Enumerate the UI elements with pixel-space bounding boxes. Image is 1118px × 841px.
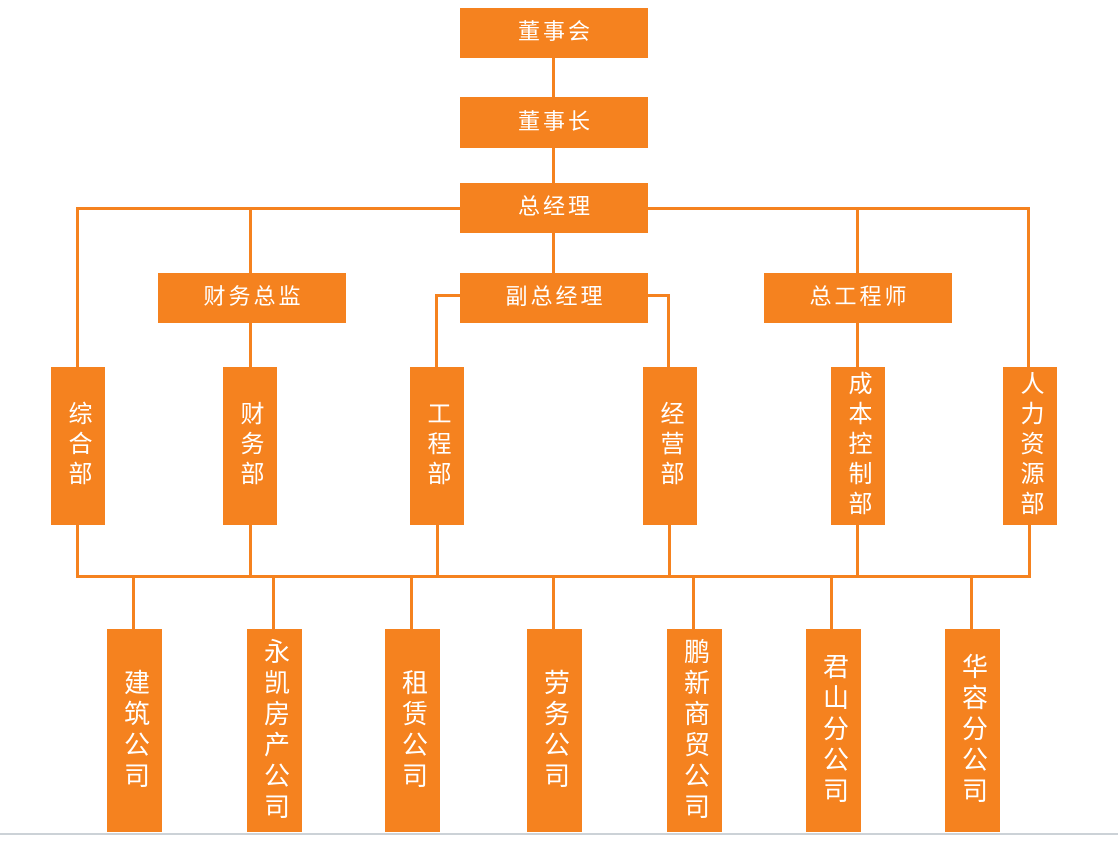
node-dept-human-resources: 人力资源部 xyxy=(1003,367,1057,525)
connector-operations-bus xyxy=(668,525,671,577)
connector-bus-leasing xyxy=(410,575,413,629)
node-dept-general-affairs: 综合部 xyxy=(51,367,105,525)
connector-chairman-gm xyxy=(552,148,555,183)
connector-gm-deputy xyxy=(552,233,555,273)
connector-to-chief-engineer xyxy=(856,207,859,273)
connector-bus-labor xyxy=(552,575,555,629)
node-dept-engineering: 工程部 xyxy=(410,367,464,525)
connector-finance-director-finance-dept xyxy=(249,323,252,367)
node-general-manager: 总经理 xyxy=(460,183,648,233)
connector-engineering-bus xyxy=(436,525,439,577)
node-company-huarong-branch: 华容分公司 xyxy=(945,629,1000,832)
node-dept-cost-control: 成本控制部 xyxy=(831,367,885,525)
connector-human-resources-bus xyxy=(1028,525,1031,577)
connector-to-general-affairs xyxy=(76,207,79,367)
node-company-yongkai-real-estate: 永凯房产公司 xyxy=(247,629,302,832)
node-company-labor-services: 劳务公司 xyxy=(527,629,582,832)
connector-deputy-engineering-elbow-v xyxy=(435,294,438,367)
connector-bus-pengxin xyxy=(692,575,695,629)
node-finance-director: 财务总监 xyxy=(158,273,346,323)
node-board-of-directors: 董事会 xyxy=(460,8,648,58)
node-chairman: 董事长 xyxy=(460,97,648,148)
node-dept-operations: 经营部 xyxy=(643,367,697,525)
connector-cost-control-bus xyxy=(856,525,859,577)
connector-bus-yongkai xyxy=(272,575,275,629)
connector-gm-branch-left xyxy=(77,207,460,210)
connector-bus-junshan xyxy=(830,575,833,629)
connector-to-human-resources xyxy=(1027,207,1030,367)
connector-board-chairman xyxy=(552,58,555,97)
node-dept-finance: 财务部 xyxy=(223,367,277,525)
connector-bus-construction xyxy=(132,575,135,629)
node-company-pengxin-trading: 鹏新商贸公司 xyxy=(667,629,722,832)
node-company-leasing: 租赁公司 xyxy=(385,629,440,832)
connector-finance-dept-bus xyxy=(249,525,252,577)
connector-chief-engineer-cost-control xyxy=(856,323,859,368)
node-company-construction: 建筑公司 xyxy=(107,629,162,832)
connector-general-affairs-bus xyxy=(76,525,79,577)
node-deputy-general-manager: 副总经理 xyxy=(460,273,648,323)
connector-bus-huarong xyxy=(970,575,973,629)
connector-deputy-engineering-elbow-h xyxy=(435,294,460,297)
connector-deputy-operations-elbow-h xyxy=(648,294,670,297)
node-chief-engineer: 总工程师 xyxy=(764,273,952,323)
node-company-junshan-branch: 君山分公司 xyxy=(806,629,861,832)
page-bottom-divider xyxy=(0,833,1118,835)
connector-to-finance-director xyxy=(249,207,252,273)
connector-gm-branch-right xyxy=(648,207,1030,210)
connector-deputy-operations-elbow-v xyxy=(667,294,670,367)
